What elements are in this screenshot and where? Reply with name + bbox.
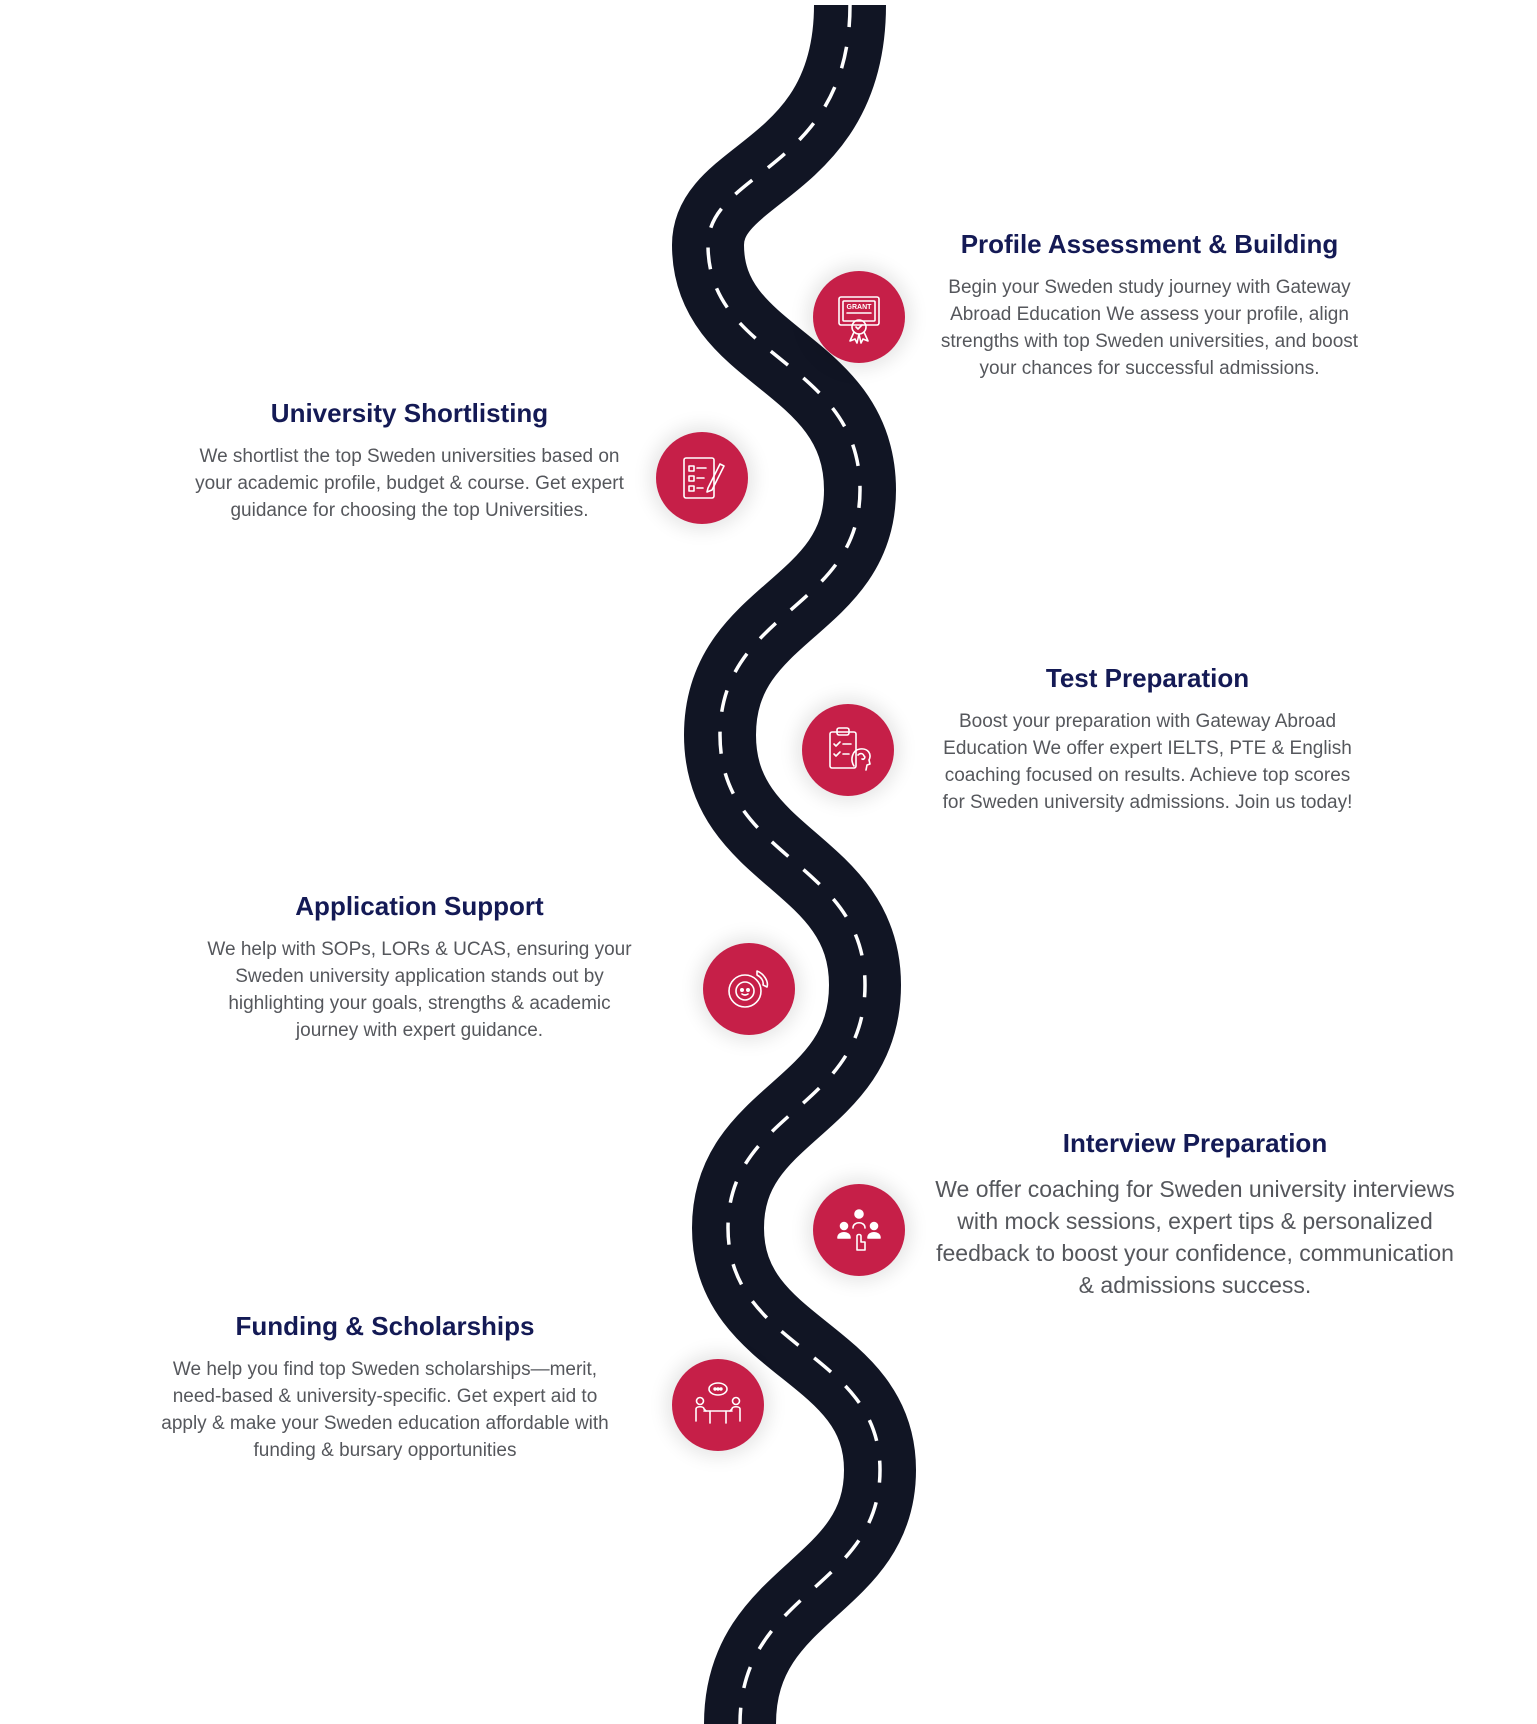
- step-description: We help you find top Sweden scholarships…: [161, 1359, 609, 1461]
- step-funding-scholarships: Funding & Scholarships We help you find …: [160, 1310, 610, 1464]
- step-title: Test Preparation: [1045, 663, 1250, 693]
- grant-certificate-icon: GRANT: [838, 296, 880, 344]
- step-2-badge: [656, 432, 748, 524]
- svg-text:GRANT: GRANT: [847, 304, 873, 311]
- step-1-badge: GRANT: [813, 271, 905, 363]
- step-description: Boost your preparation with Gateway Abro…: [942, 711, 1353, 813]
- meeting-discussion-icon: [695, 1382, 741, 1424]
- clipboard-brain-icon: [829, 727, 871, 771]
- step-title: Funding & Scholarships: [235, 1311, 535, 1341]
- step-title: Profile Assessment & Building: [960, 229, 1339, 259]
- checklist-pencil-icon: [683, 457, 725, 499]
- step-description: We offer coaching for Sweden university …: [935, 1176, 1455, 1298]
- step-description: Begin your Sweden study journey with Gat…: [940, 277, 1359, 379]
- step-university-shortlisting: University Shortlisting We shortlist the…: [182, 397, 637, 524]
- step-6-badge: [672, 1359, 764, 1451]
- support-call-icon: [728, 970, 769, 1008]
- step-interview-preparation: Interview Preparation We offer coaching …: [935, 1127, 1455, 1301]
- lane-marking: [706, 4, 882, 1724]
- step-title: Interview Preparation: [1062, 1128, 1328, 1158]
- road-surface: [671, 3, 917, 1724]
- step-4-badge: [703, 943, 795, 1035]
- step-application-support: Application Support We help with SOPs, L…: [202, 890, 637, 1044]
- step-3-badge: [802, 704, 894, 796]
- step-5-badge: [813, 1184, 905, 1276]
- step-profile-assessment: Profile Assessment & Building Begin your…: [932, 228, 1367, 382]
- step-title: University Shortlisting: [270, 398, 549, 428]
- step-description: We shortlist the top Sweden universities…: [195, 446, 624, 521]
- group-interview-icon: [837, 1209, 881, 1251]
- step-title: Application Support: [295, 891, 544, 921]
- step-description: We help with SOPs, LORs & UCAS, ensuring…: [207, 939, 632, 1041]
- step-test-preparation: Test Preparation Boost your preparation …: [935, 662, 1360, 816]
